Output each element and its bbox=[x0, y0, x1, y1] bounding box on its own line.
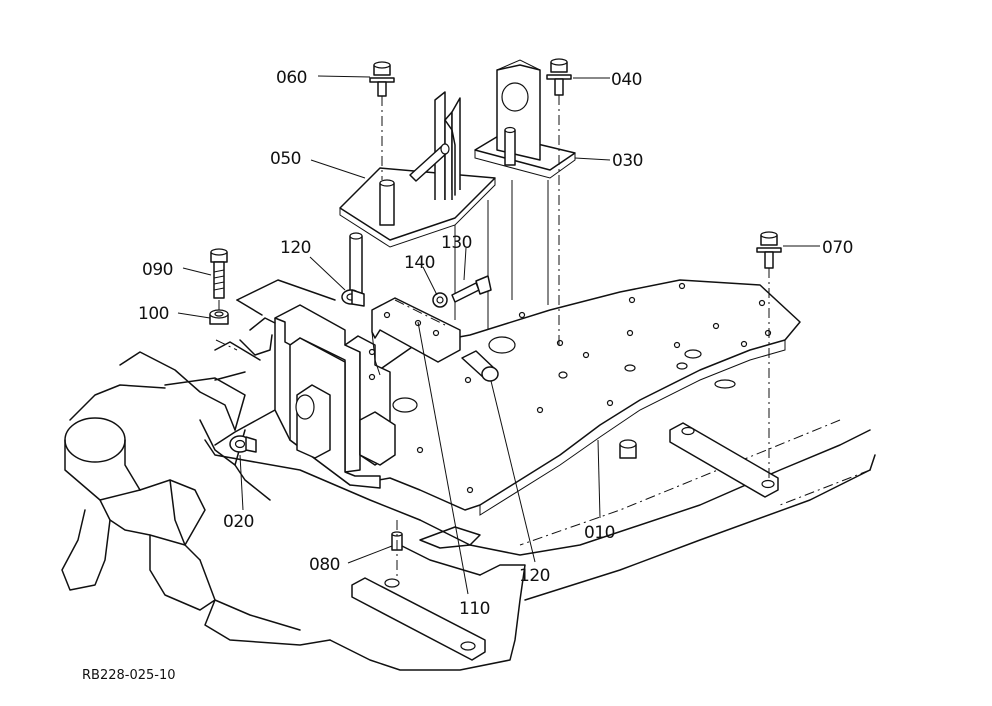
plate-outline-frame bbox=[214, 279, 336, 446]
bolt-070 bbox=[756, 231, 782, 269]
drawing-code: RB228-025-10 bbox=[82, 668, 176, 683]
lower-mounting-bars bbox=[351, 422, 779, 661]
callout-090: 090 bbox=[142, 260, 173, 280]
main-mounting-plate bbox=[289, 279, 801, 516]
callout-120-lower: 120 bbox=[519, 566, 550, 586]
callout-labels: 060 040 050 030 070 120 130 090 140 100 … bbox=[82, 68, 853, 683]
upper-bracket-030 bbox=[474, 59, 576, 305]
callout-080: 080 bbox=[309, 555, 340, 575]
lever-bracket bbox=[274, 297, 461, 489]
callout-110: 110 bbox=[459, 599, 490, 619]
leader-lines bbox=[177, 75, 820, 595]
bolt-090 bbox=[210, 248, 228, 299]
callout-010: 010 bbox=[584, 523, 615, 543]
callout-140: 140 bbox=[404, 253, 435, 273]
bolt-130 bbox=[451, 275, 492, 303]
callout-040: 040 bbox=[611, 70, 642, 90]
upper-bracket-050 bbox=[339, 91, 496, 330]
callout-020: 020 bbox=[223, 512, 254, 532]
plate-holes bbox=[392, 282, 772, 494]
nut-120-upper bbox=[341, 289, 365, 307]
callout-120-upper: 120 bbox=[280, 238, 311, 258]
nut-100 bbox=[209, 309, 229, 325]
callout-050: 050 bbox=[270, 149, 301, 169]
callout-130: 130 bbox=[441, 233, 472, 253]
bolt-120-lower bbox=[461, 350, 499, 382]
nut-020 bbox=[229, 435, 257, 453]
transmission-housing bbox=[61, 317, 876, 671]
center-lines bbox=[215, 95, 770, 580]
bolt-040 bbox=[546, 58, 572, 96]
washer-140 bbox=[432, 292, 448, 308]
callout-100: 100 bbox=[138, 304, 169, 324]
callout-060: 060 bbox=[276, 68, 307, 88]
bolt-060 bbox=[369, 61, 395, 97]
callout-030: 030 bbox=[612, 151, 643, 171]
callout-070: 070 bbox=[822, 238, 853, 258]
